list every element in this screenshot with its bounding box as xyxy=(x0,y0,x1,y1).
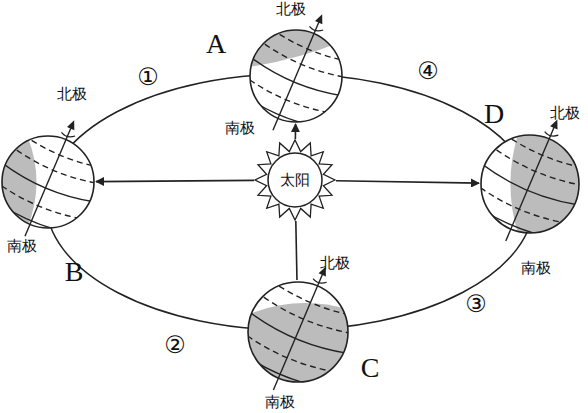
earth-globe: D xyxy=(481,135,579,233)
earth-globe: B xyxy=(2,136,94,228)
sunlight-arrow xyxy=(295,124,297,139)
sunlight-arrow xyxy=(336,181,479,183)
sun-circle: 太阳 xyxy=(268,153,322,207)
sunlight-arrow xyxy=(96,180,254,181)
orbit-segment-number: ③ xyxy=(465,292,487,316)
position-letter: D xyxy=(484,100,504,128)
pole-label: 北极 xyxy=(276,2,306,17)
pole-label: 南极 xyxy=(7,239,37,254)
position-letter: A xyxy=(206,30,226,58)
sun-label: 太阳 xyxy=(280,173,310,188)
pole-label: 南极 xyxy=(225,121,255,136)
globe-drawing xyxy=(459,113,588,255)
position-letter: C xyxy=(361,354,380,382)
globe-drawing xyxy=(0,114,116,250)
orbit-segment-number: ① xyxy=(137,65,159,89)
orbit-segment-number: ④ xyxy=(417,59,439,83)
pole-label: 北极 xyxy=(320,256,350,271)
pole-label: 北极 xyxy=(57,87,87,102)
sunlight-arrow xyxy=(296,221,297,280)
pole-label: 北极 xyxy=(550,106,580,121)
pole-label: 南极 xyxy=(521,261,551,276)
orbit-segment-number: ② xyxy=(164,333,186,357)
position-letter: B xyxy=(65,258,84,286)
earth-globe: A xyxy=(250,30,342,122)
pole-label: 南极 xyxy=(265,395,295,410)
earth-globe: C xyxy=(248,282,348,382)
globe-drawing xyxy=(226,260,370,404)
